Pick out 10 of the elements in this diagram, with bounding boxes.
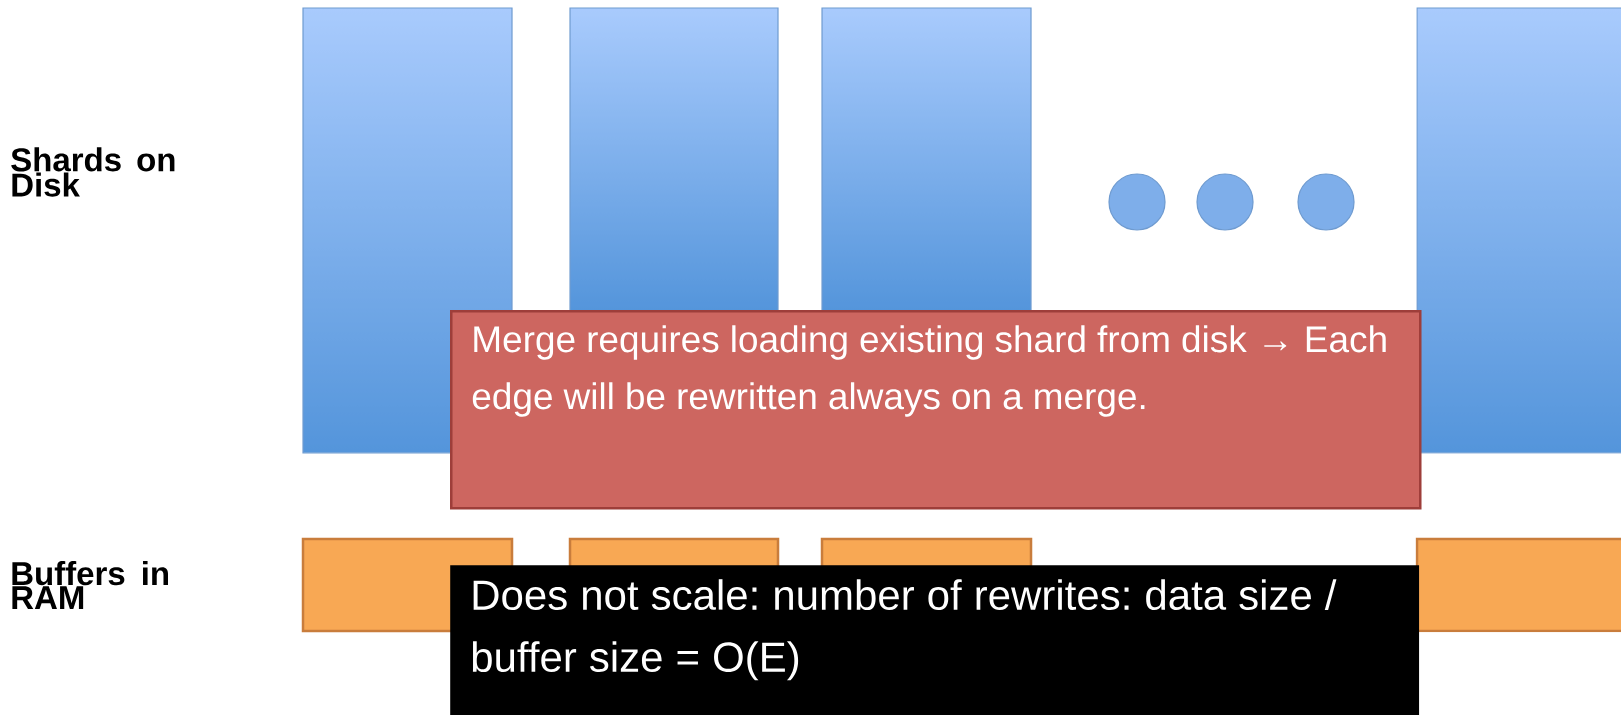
ellipsis-dot (1196, 173, 1254, 231)
buffer-block (1415, 537, 1621, 633)
shard-block (569, 7, 779, 313)
note-box: Merge requires loading existing shard from disk → Each edge will be rewritten always on a merge. (450, 310, 1422, 510)
text-box: Does not scale: number of rewrites: data size / buffer size = O(E) (450, 565, 1420, 715)
ellipsis-dot (1108, 173, 1166, 231)
ellipsis-dot (1297, 173, 1355, 231)
row-label: Shards on Disk (11, 147, 175, 197)
shard-block (821, 7, 1032, 313)
row-label: Buffers in RAM (12, 561, 168, 609)
